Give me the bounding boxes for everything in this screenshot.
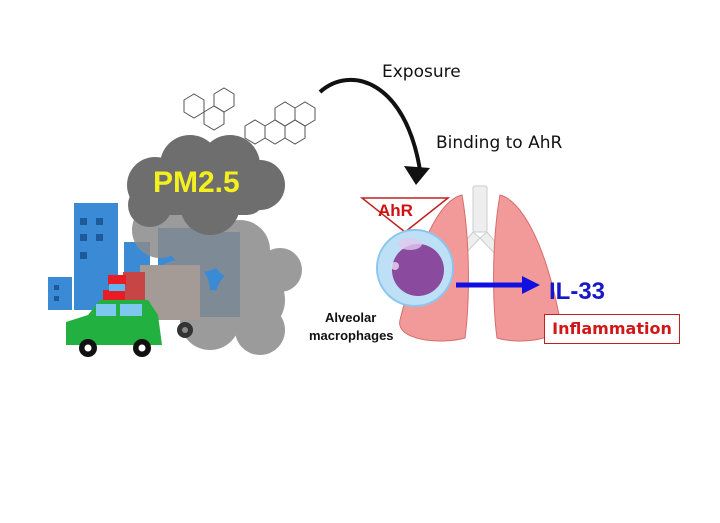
- pm25-label: PM2.5: [153, 166, 240, 199]
- car: [66, 275, 162, 357]
- exposure-arrow-icon: [318, 77, 430, 185]
- il33-label: IL-33: [549, 278, 606, 305]
- pm25-cloud: [127, 135, 285, 235]
- benzopyrene-molecule-icon: [244, 101, 316, 145]
- building-windows: [54, 218, 103, 301]
- macrophages-label-line1: Alveolar: [325, 310, 377, 325]
- binding-label: Binding to AhR: [436, 133, 563, 153]
- ahr-label: AhR: [378, 201, 413, 220]
- phenanthrene-molecule-icon: [183, 87, 235, 131]
- exposure-label: Exposure: [382, 62, 461, 82]
- macrophages-label-line2: macrophages: [309, 328, 394, 343]
- inflammation-box: Inflammation: [544, 314, 680, 344]
- alveolar-macrophage-icon: [376, 229, 454, 307]
- ahr-receptor-triangle: [359, 197, 451, 233]
- il33-arrow-icon: [456, 276, 540, 294]
